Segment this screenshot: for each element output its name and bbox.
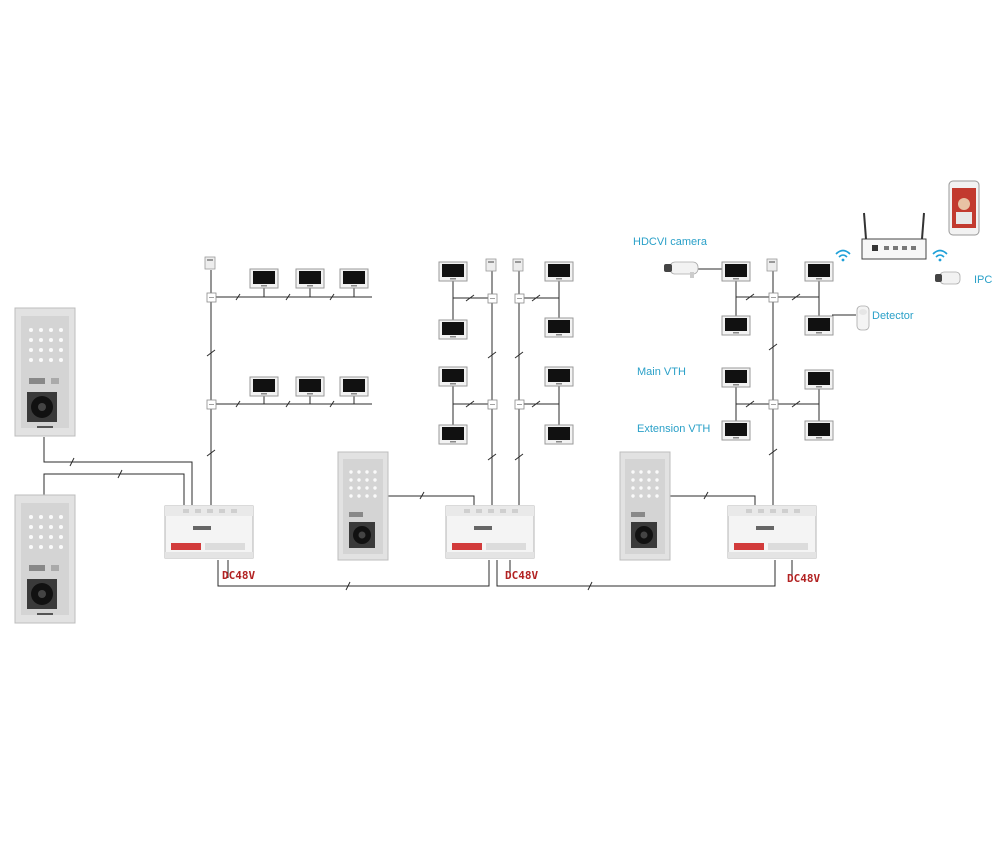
splitter [768, 292, 779, 303]
distributor-box [204, 256, 216, 270]
detector-icon [856, 305, 870, 331]
indoor-monitor [438, 261, 468, 282]
indoor-monitor [295, 376, 325, 397]
indoor-monitor [544, 261, 574, 282]
indoor-monitor [544, 424, 574, 445]
building-group-1 [14, 256, 369, 624]
indoor-monitor [721, 315, 751, 336]
building-group-3 [619, 180, 980, 561]
indoor-monitor [295, 268, 325, 289]
building-group-2 [337, 258, 574, 561]
smartphone-icon [948, 180, 980, 236]
splitter [206, 292, 217, 303]
extension-vth-monitor [721, 420, 751, 441]
cable-break-marks [69, 293, 801, 591]
wifi-icon [835, 249, 851, 263]
outdoor-station [14, 307, 76, 437]
indoor-monitor [438, 424, 468, 445]
indoor-monitor [339, 268, 369, 289]
indoor-monitor [339, 376, 369, 397]
indoor-monitor [249, 376, 279, 397]
detector-label: Detector [872, 310, 914, 322]
extension-vth-label: Extension VTH [637, 423, 710, 435]
indoor-monitor [544, 366, 574, 387]
indoor-monitor [721, 261, 751, 282]
splitter [514, 399, 525, 410]
splitter [514, 293, 525, 304]
indoor-monitor [804, 261, 834, 282]
network-switch [445, 505, 535, 559]
indoor-monitor [438, 319, 468, 340]
wiring [43, 268, 856, 587]
distributor-box [766, 258, 778, 272]
router-icon [861, 212, 927, 260]
power-label: DC48V [222, 569, 255, 582]
network-switch [164, 505, 254, 559]
indoor-monitor [804, 315, 834, 336]
indoor-monitor [804, 420, 834, 441]
indoor-monitor [544, 317, 574, 338]
outdoor-station [619, 451, 671, 561]
wifi-icon [932, 249, 948, 263]
distributor-box [512, 258, 524, 272]
hdcvi-camera-label: HDCVI camera [633, 236, 708, 248]
indoor-monitor [249, 268, 279, 289]
indoor-monitor [804, 369, 834, 390]
main-vth-monitor [721, 367, 751, 388]
splitter [487, 399, 498, 410]
splitter [206, 399, 217, 410]
outdoor-station [14, 494, 76, 624]
hdcvi-camera-icon [663, 261, 699, 279]
network-switch [727, 505, 817, 559]
indoor-monitor [438, 366, 468, 387]
ipc-label: IPC [974, 274, 992, 286]
outdoor-station [337, 451, 389, 561]
main-vth-label: Main VTH [637, 366, 686, 378]
power-label: DC48V [505, 569, 538, 582]
splitter [487, 293, 498, 304]
ipc-camera-icon [935, 271, 961, 285]
splitter [768, 399, 779, 410]
distributor-box [485, 258, 497, 272]
power-label: DC48V [787, 572, 820, 585]
